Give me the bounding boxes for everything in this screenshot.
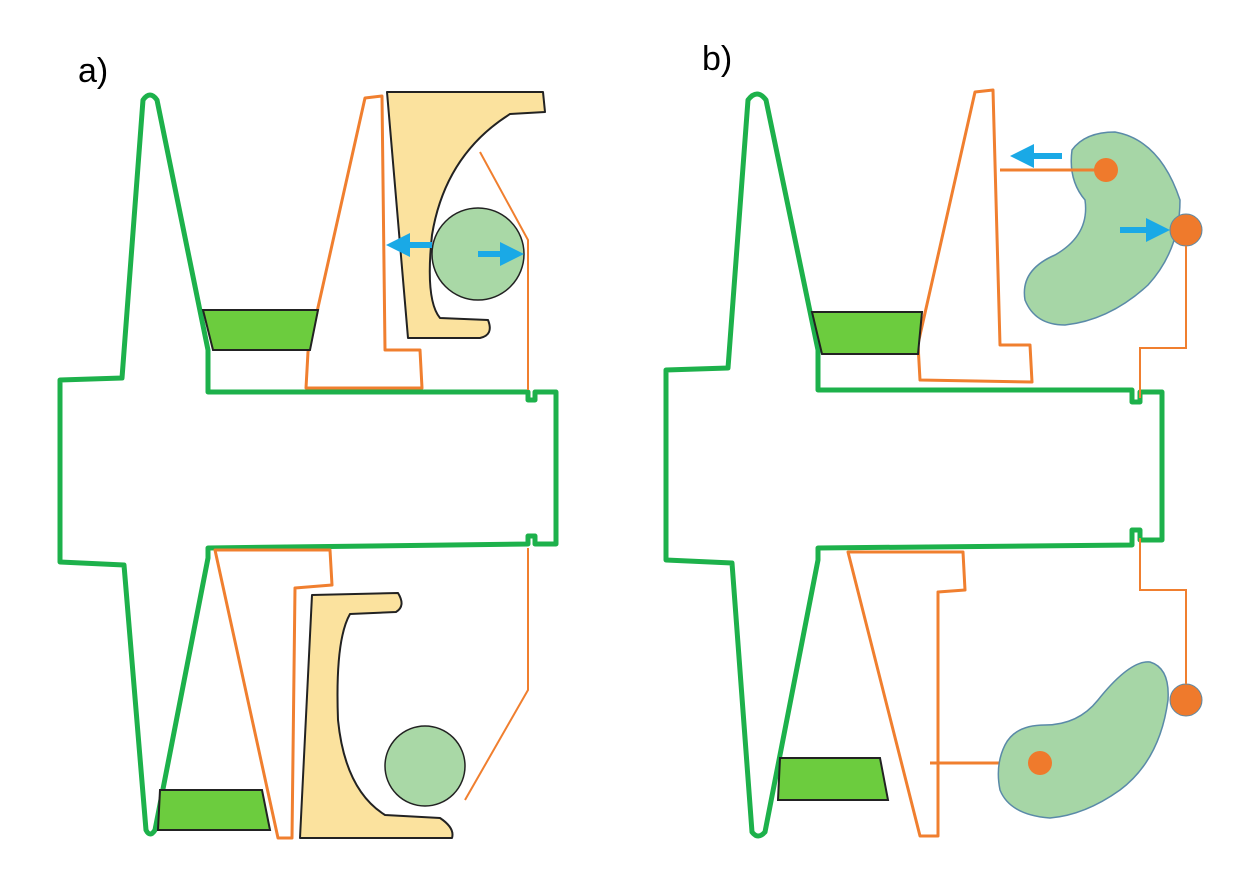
pivot-link-lower [1139,538,1187,684]
roller-lower [384,725,466,807]
movable-sheave-upper [304,94,424,390]
fixed-sheave-shaft-outline [663,91,1165,839]
panel-b-label: b) [702,40,732,78]
belt-upper [201,309,320,351]
panel-a-label: a) [78,52,108,90]
movable-sheave-lower [213,548,334,840]
pivot-lower-inner [1028,751,1052,775]
panel-a: a) [57,52,559,840]
belt-lower [156,789,272,831]
flyweight-lower [997,661,1169,819]
roller-housing-lower [299,592,454,839]
pivot-upper-outer [1169,213,1203,247]
pivot-link-upper [1139,246,1187,398]
ramp-link-lower [464,548,529,801]
movable-sheave-lower [846,550,967,838]
movable-sheave-upper [916,88,1034,384]
ramp-link-upper [479,151,529,390]
belt-lower [776,757,890,801]
fixed-sheave-shaft-outline [57,92,559,837]
roller-housing-upper [386,91,546,339]
pivot-upper-inner [1094,158,1118,182]
panel-b: b) [663,40,1203,839]
pivot-lower-outer [1169,683,1203,717]
belt-upper [810,311,924,355]
flyweight-upper [1023,131,1181,326]
